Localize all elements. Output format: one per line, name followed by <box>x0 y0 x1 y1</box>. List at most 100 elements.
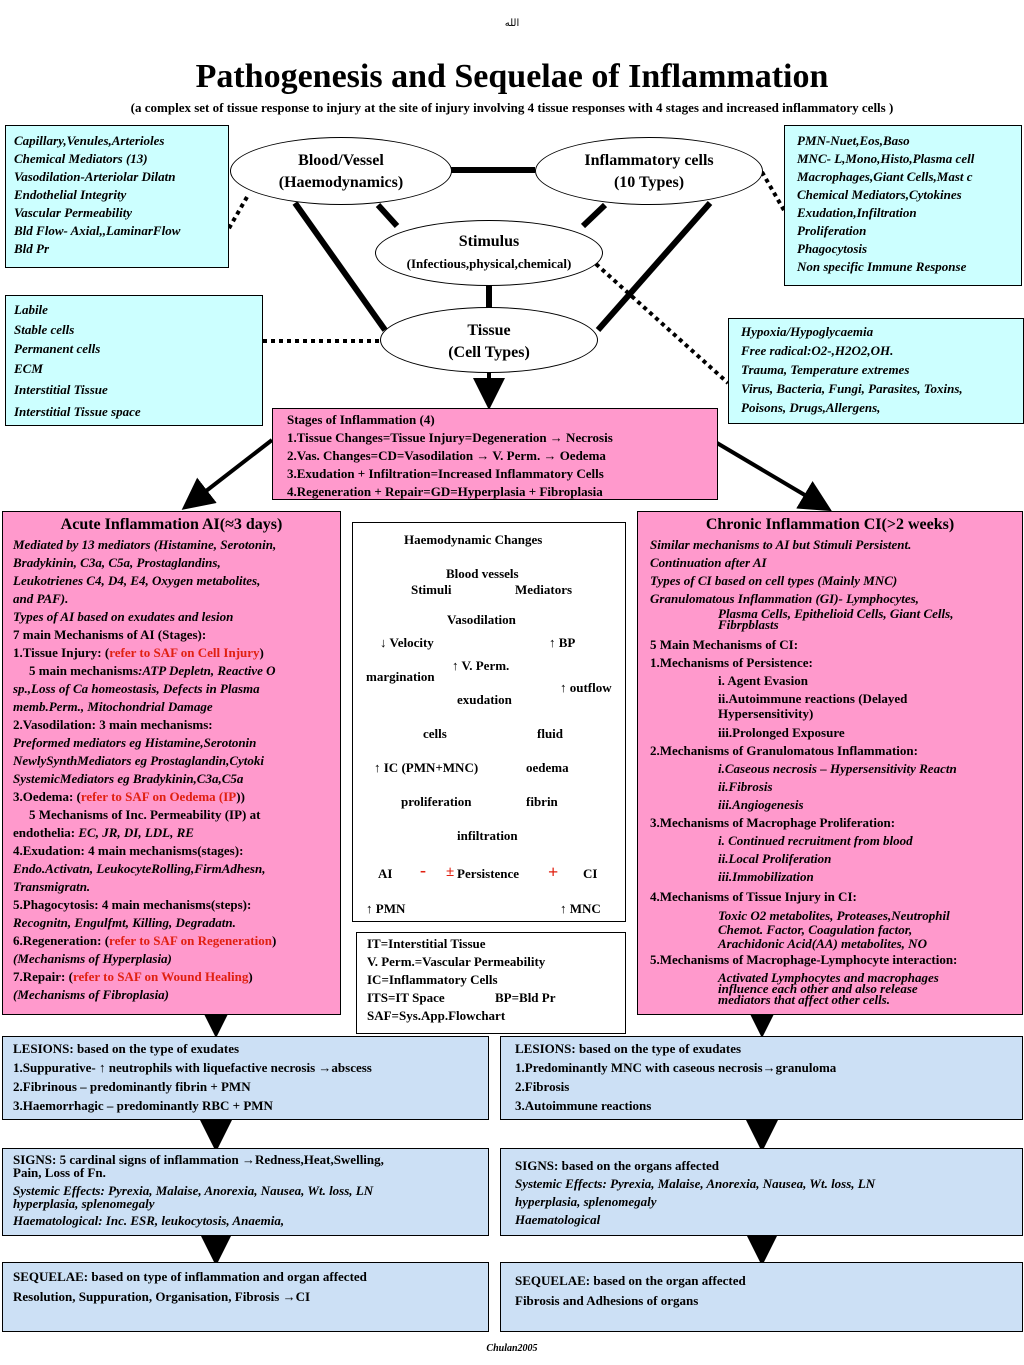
haemo-plus: + <box>548 862 559 882</box>
acute-text: )) <box>236 789 245 804</box>
acute-text: ) <box>259 645 264 660</box>
tissue-item: Interstitial Tissue space <box>14 403 141 419</box>
oval-blood-line1: Blood/Vessel <box>298 152 384 169</box>
haemo-minus: - <box>420 860 426 880</box>
arrow-to-acute <box>181 438 274 510</box>
signs-text: Pain, Loss of Fn. <box>13 1165 106 1180</box>
acute-text: ) <box>271 933 277 948</box>
acute-text: Transmigratn. <box>13 879 91 894</box>
saf-ref-link[interactable]: refer to SAF on Regeneration <box>109 933 272 948</box>
saf-ref-link[interactable]: refer to SAF on Oedema (IP <box>80 789 237 804</box>
saf-ref-link[interactable]: refer to SAF on Cell Injury <box>109 645 260 660</box>
cells-item: MNC- L,Mono,Histo,Plasma cell <box>797 151 975 166</box>
legend-item: IT=Interstitial Tissue <box>367 936 486 951</box>
chronic-text: Similar mechanisms to AI but Stimuli Per… <box>650 537 912 552</box>
cells-item: Macrophages,Giant Cells,Mast c <box>797 169 973 184</box>
haemo-label: CI <box>583 866 598 881</box>
acute-text: (Mechanisms of Fibroplasia) <box>13 987 170 1002</box>
arrow-to-chronic <box>715 441 832 512</box>
chronic-text: Types of CI based on cell types (Mainly … <box>650 573 898 588</box>
line-cells-tissue <box>595 201 713 332</box>
haemo-label: ↑ MNC <box>560 901 601 916</box>
chronic-item: iii.Immobilization <box>718 869 814 884</box>
haemo-label: fibrin <box>526 794 558 809</box>
haemo-label: margination <box>366 669 435 684</box>
acute-phagocytosis: 5.Phagocytosis: 4 main mechanisms(steps)… <box>13 897 252 912</box>
oval-stimulus: Stimulus (Infectious,physical,chemical) <box>375 220 603 286</box>
sequelae-left-box: SEQUELAE: based on type of inflammation … <box>2 1262 489 1332</box>
oval-stimulus-line2: (Infectious,physical,chemical) <box>406 256 572 271</box>
chronic-mech: 1.Mechanisms of Persistence: <box>650 655 813 670</box>
cells-item: PMN-Nuet,Eos,Baso <box>797 133 910 148</box>
chronic-box: Chronic Inflammation CI(>2 weeks) Simila… <box>637 511 1023 1015</box>
page-subtitle: (a complex set of tissue response to inj… <box>130 100 894 115</box>
haemo-label: Stimuli <box>411 582 452 597</box>
chronic-item: iii.Prolonged Exposure <box>718 725 845 740</box>
cells-item: Chemical Mediators,Cytokines <box>797 187 962 202</box>
haemo-label: ↓ Velocity <box>380 635 434 650</box>
cells-item: Proliferation <box>797 223 867 238</box>
acute-text: SystemicMediators eg Bradykinin,C3a,C5a <box>13 771 244 786</box>
sequelae-text: Resolution, Suppuration, Organisation, F… <box>13 1289 311 1304</box>
chronic-item: ii.Fibrosis <box>718 779 773 794</box>
acute-text: Endo.Activatn, LeukocyteRolling,FirmAdhe… <box>13 861 266 876</box>
vessel-box: Capillary,Venules,Arterioles Chemical Me… <box>5 125 229 268</box>
sequelae-title: SEQUELAE: based on type of inflammation … <box>13 1269 367 1284</box>
page-title: Pathogenesis and Sequelae of Inflammatio… <box>195 58 829 95</box>
chronic-text: Plasma Cells, Epithelioid Cells, Giant C… <box>718 606 954 621</box>
chronic-text: Fibrpblasts <box>718 617 779 632</box>
tissue-box: Labile Stable cells Permanent cells ECM … <box>5 295 263 426</box>
cells-item: Phagocytosis <box>797 241 868 256</box>
lesions-right-box: LESIONS: based on the type of exudates 1… <box>500 1036 1023 1120</box>
chronic-item: i.Caseous necrosis – Hypersensitivity Re… <box>718 761 957 776</box>
vessel-item: Capillary,Venules,Arterioles <box>14 133 165 148</box>
signs-text: Systemic Effects: Pyrexia, Malaise, Anor… <box>13 1183 374 1198</box>
stages-box: Stages of Inflammation (4) 1.Tissue Chan… <box>272 408 718 500</box>
stimulus-item: Free radical:O2-,H2O2,OH. <box>741 343 894 358</box>
saf-ref-link[interactable]: refer to SAF on Wound Healing <box>72 969 249 984</box>
chronic-item: Arachidonic Acid(AA) metabolites, NO <box>718 936 927 951</box>
acute-ip-line2: endothelia: EC, JR, DI, LDL, RE <box>13 824 330 842</box>
legend-item: BP=Bld Pr <box>495 990 556 1005</box>
legend-item: V. Perm.=Vascular Permeability <box>367 954 546 969</box>
stages-title: Stages of Inflammation (4) <box>287 412 435 427</box>
stage-item: 4.Regeneration + Repair=GD=Hyperplasia +… <box>287 484 603 499</box>
stimulus-item: Hypoxia/Hypoglycaemia <box>741 324 874 339</box>
acute-text: 5 main mechanisms <box>29 663 139 678</box>
haemo-label: ↑ V. Perm. <box>452 658 510 673</box>
acute-repair: 7.Repair: (refer to SAF on Wound Healing… <box>13 968 330 986</box>
chronic-item: Hypersensitivity) <box>718 706 814 721</box>
acute-text: Leukotrienes C4, D4, E4, Oxygen metaboli… <box>13 573 261 588</box>
dots-stimulus-box <box>594 262 730 385</box>
haemo-label: ↑ PMN <box>366 901 406 916</box>
chronic-mech: 2.Mechanisms of Granulomatous Inflammati… <box>650 743 918 758</box>
tissue-item: Permanent cells <box>14 341 101 356</box>
stimulus-box: Hypoxia/Hypoglycaemia Free radical:O2-,H… <box>728 318 1024 424</box>
oval-tissue: Tissue (Cell Types) <box>380 307 598 373</box>
chronic-mech: 5.Mechanisms of Macrophage-Lymphocyte in… <box>650 952 958 967</box>
haemo-label: Persistence <box>457 866 520 881</box>
haemo-label: cells <box>423 726 447 741</box>
sequelae-text: Fibrosis and Adhesions of organs <box>515 1293 699 1308</box>
lesions-title: LESIONS: based on the type of exudates <box>13 1041 240 1056</box>
acute-vaso: 2.Vasodilation: 3 main mechanisms: <box>13 717 213 732</box>
acute-text: (Mechanisms of Hyperplasia) <box>13 951 172 966</box>
lesion-item: 3.Autoimmune reactions <box>515 1098 652 1113</box>
legend-item: ITS=IT Space <box>367 990 445 1005</box>
chronic-item: i. Continued recruitment from blood <box>718 833 913 848</box>
chronic-item: Toxic O2 metabolites, Proteases,Neutroph… <box>718 908 950 923</box>
haemo-label: Blood vessels <box>446 566 519 581</box>
legend-item: SAF=Sys.App.Flowchart <box>367 1008 506 1023</box>
acute-text: memb.Perm., Mitochondrial Damage <box>13 699 213 714</box>
footer-credit: Chulan2005 <box>486 1343 538 1354</box>
signs-text: hyperplasia, splenomegaly <box>13 1196 155 1211</box>
acute-text: Types of AI based on exudates and lesion <box>13 609 234 624</box>
stage-item: 1.Tissue Changes=Tissue Injury=Degenerat… <box>287 430 613 445</box>
acute-text: Recognitn, Engulfmt, Killing, Degradatn. <box>13 915 236 930</box>
acute-five-mech: 5 main mechanisms:ATP Depletn, Reactive … <box>13 662 330 680</box>
chronic-item: ii.Autoimmune reactions (Delayed <box>718 691 908 706</box>
haemo-box <box>352 522 626 922</box>
lesion-item: 2.Fibrinous – predominantly fibrin + PMN <box>13 1079 251 1094</box>
signs-text: Haematological: Inc. ESR, leukocytosis, … <box>13 1213 285 1228</box>
signs-left-box: SIGNS: 5 cardinal signs of inflammation … <box>2 1148 489 1236</box>
